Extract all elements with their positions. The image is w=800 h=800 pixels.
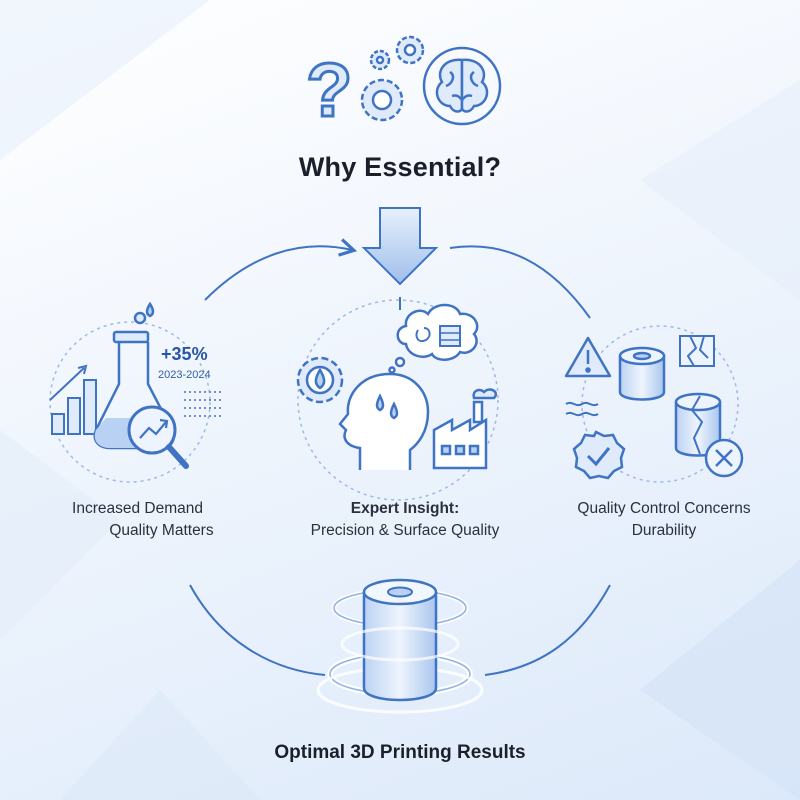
diagram-title: Why Essential? — [298, 152, 502, 182]
stat-dotted-lines — [184, 391, 222, 417]
cylinder-icon — [618, 346, 666, 401]
label-increased-demand: Increased Demand Quality Matters — [30, 498, 245, 542]
label-center-line2: Precision & Surface Quality — [310, 522, 500, 539]
bottom-result-label: Optimal 3D Printing Results — [274, 742, 526, 763]
check-badge-icon — [572, 430, 626, 480]
brain-icon — [422, 46, 502, 126]
arc-top-right — [449, 245, 591, 319]
cracked-cylinder-icon — [674, 392, 722, 457]
stat-period: 2023-2024 — [158, 369, 211, 381]
gears-icon — [360, 35, 425, 122]
label-left-line2: Quality Matters — [109, 522, 214, 539]
svg-text:?: ? — [306, 48, 352, 133]
stat-value: +35% — [161, 344, 208, 364]
glowing-cylinder-icon — [316, 578, 484, 714]
label-left-line1: Increased Demand — [72, 500, 203, 517]
label-expert-insight: Expert Insight: Precision & Surface Qual… — [270, 498, 540, 542]
down-arrow-icon — [361, 207, 439, 286]
demand-stat: +35% 2023-2024 — [158, 344, 211, 381]
gear-drop-icon — [296, 356, 344, 404]
wind-lines-icon — [565, 401, 599, 417]
magnifier-icon — [127, 405, 189, 469]
warning-icon — [564, 336, 612, 378]
bar-chart-icon — [49, 364, 97, 435]
label-quality-control: Quality Control Concerns Durability — [548, 498, 780, 542]
label-right-line2: Durability — [631, 522, 697, 539]
crack-pane-icon — [679, 335, 715, 367]
label-right-line1: Quality Control Concerns — [577, 500, 751, 517]
label-center-bold: Expert Insight: — [350, 500, 460, 517]
arc-bottom-left — [189, 584, 326, 676]
thought-cloud-icon — [388, 303, 479, 374]
question-mark-icon: ? — [305, 47, 354, 135]
arc-top-left — [204, 238, 358, 301]
cycle-arcs — [189, 238, 611, 676]
factory-icon — [432, 388, 498, 470]
arc-bottom-right — [484, 584, 611, 676]
head-icon — [338, 372, 430, 470]
error-x-icon — [704, 438, 744, 478]
